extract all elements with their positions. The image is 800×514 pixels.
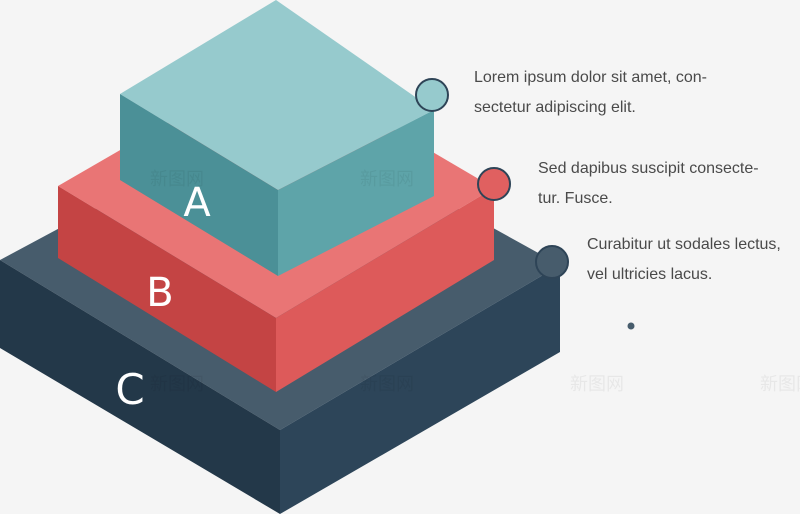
- layer-c-left-face: [0, 260, 280, 514]
- watermark-text: 新图网: [360, 169, 414, 190]
- layer-a-block: [120, 0, 434, 276]
- marker-b-circle: [477, 167, 511, 201]
- marker-c-circle: [535, 245, 569, 279]
- layer-c-description: Curabitur ut sodales lectus, vel ultrici…: [587, 230, 781, 290]
- layer-a-letter: A: [183, 180, 211, 226]
- layer-b-line-1: Sed dapibus suscipit consecte-: [538, 160, 759, 177]
- watermark-group: 新图网 新图网 新图网 新图网 新图网 新图网: [150, 169, 800, 395]
- layer-a-left-face: [120, 94, 278, 276]
- small-dot: [627, 322, 635, 330]
- layer-c-right-face: [280, 265, 560, 514]
- layer-a-top: [120, 0, 434, 190]
- watermark-text: 新图网: [360, 374, 414, 395]
- marker-a-circle: [415, 78, 449, 112]
- layer-a-line-1: Lorem ipsum dolor sit amet, con-: [474, 69, 707, 86]
- layer-b-right-face: [276, 188, 494, 392]
- layer-c-line-1: Curabitur ut sodales lectus,: [587, 236, 781, 253]
- layer-c-line-2: vel ultricies lacus.: [587, 266, 713, 283]
- layer-b-left-face: [58, 186, 276, 392]
- layer-b-line-2: tur. Fusce.: [538, 190, 613, 207]
- watermark-text: 新图网: [150, 374, 204, 395]
- layer-a-description: Lorem ipsum dolor sit amet, con- sectetu…: [474, 63, 707, 123]
- watermark-text: 新图网: [570, 374, 624, 395]
- layer-a-right-face: [278, 110, 434, 276]
- layer-b-description: Sed dapibus suscipit consecte- tur. Fusc…: [538, 154, 759, 214]
- layer-c-letter: C: [115, 365, 144, 414]
- layer-a-line-2: sectetur adipiscing elit.: [474, 99, 636, 116]
- watermark-text: 新图网: [150, 169, 204, 190]
- watermark-text: 新图网: [760, 374, 800, 395]
- layer-b-letter: B: [146, 270, 173, 316]
